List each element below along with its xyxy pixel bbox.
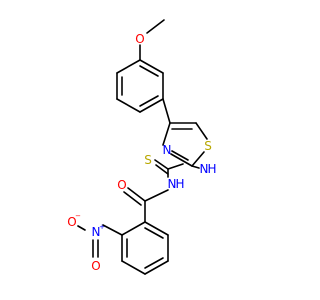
- atom-o-nitro-left-charge: −: [75, 212, 81, 220]
- bond: [139, 98, 164, 113]
- bond: [77, 225, 86, 231]
- atom-n-nitro-n: N: [92, 225, 101, 239]
- bond: [121, 260, 146, 275]
- bond: [139, 59, 164, 74]
- bond: [167, 163, 184, 170]
- bond: [144, 189, 169, 202]
- atom-s-thione: S: [144, 153, 152, 167]
- atom-o-nitro-down: O: [91, 259, 100, 273]
- bond: [146, 19, 165, 34]
- bond: [144, 260, 169, 275]
- atom-nh-upper-n: N: [200, 162, 209, 176]
- bond: [162, 98, 171, 124]
- bond-lines: [77, 19, 208, 275]
- bond: [144, 257, 164, 269]
- molecule-structure-diagram: O S N N H S N H O N + O − O: [67, 19, 217, 275]
- atom-nh-lower: N H: [168, 177, 185, 191]
- atom-n-thiazole: N: [163, 143, 172, 157]
- bond: [170, 153, 193, 167]
- bond: [139, 95, 159, 107]
- bond: [191, 151, 205, 167]
- atom-nh-upper: N H: [200, 162, 217, 176]
- bond: [155, 164, 169, 175]
- bond: [195, 122, 208, 140]
- bond: [116, 98, 141, 113]
- bond: [116, 59, 141, 74]
- bond: [191, 165, 200, 169]
- atom-nh-lower-n: N: [168, 177, 177, 191]
- atom-labels: O S N N H S N H O N + O − O: [67, 32, 216, 273]
- bond: [123, 191, 142, 206]
- atom-n-nitro-charge: +: [99, 223, 105, 231]
- atom-s-thiazole: S: [204, 139, 212, 153]
- atom-nh-lower-h: H: [175, 177, 184, 191]
- bond: [102, 224, 123, 236]
- atom-o-carbonyl: O: [117, 178, 126, 192]
- atom-o-methoxy: O: [135, 32, 144, 46]
- bond: [162, 122, 171, 146]
- atom-n-nitro: N +: [92, 223, 106, 239]
- bond: [127, 187, 146, 202]
- bond: [144, 227, 164, 239]
- atom-nh-upper-h: H: [207, 162, 216, 176]
- atom-o-nitro-left-o: O: [67, 215, 76, 229]
- bond: [121, 221, 146, 236]
- atom-o-nitro-left: O −: [67, 212, 81, 229]
- bond: [171, 150, 189, 161]
- bond: [144, 221, 169, 236]
- bond: [154, 159, 169, 170]
- bond: [139, 65, 159, 77]
